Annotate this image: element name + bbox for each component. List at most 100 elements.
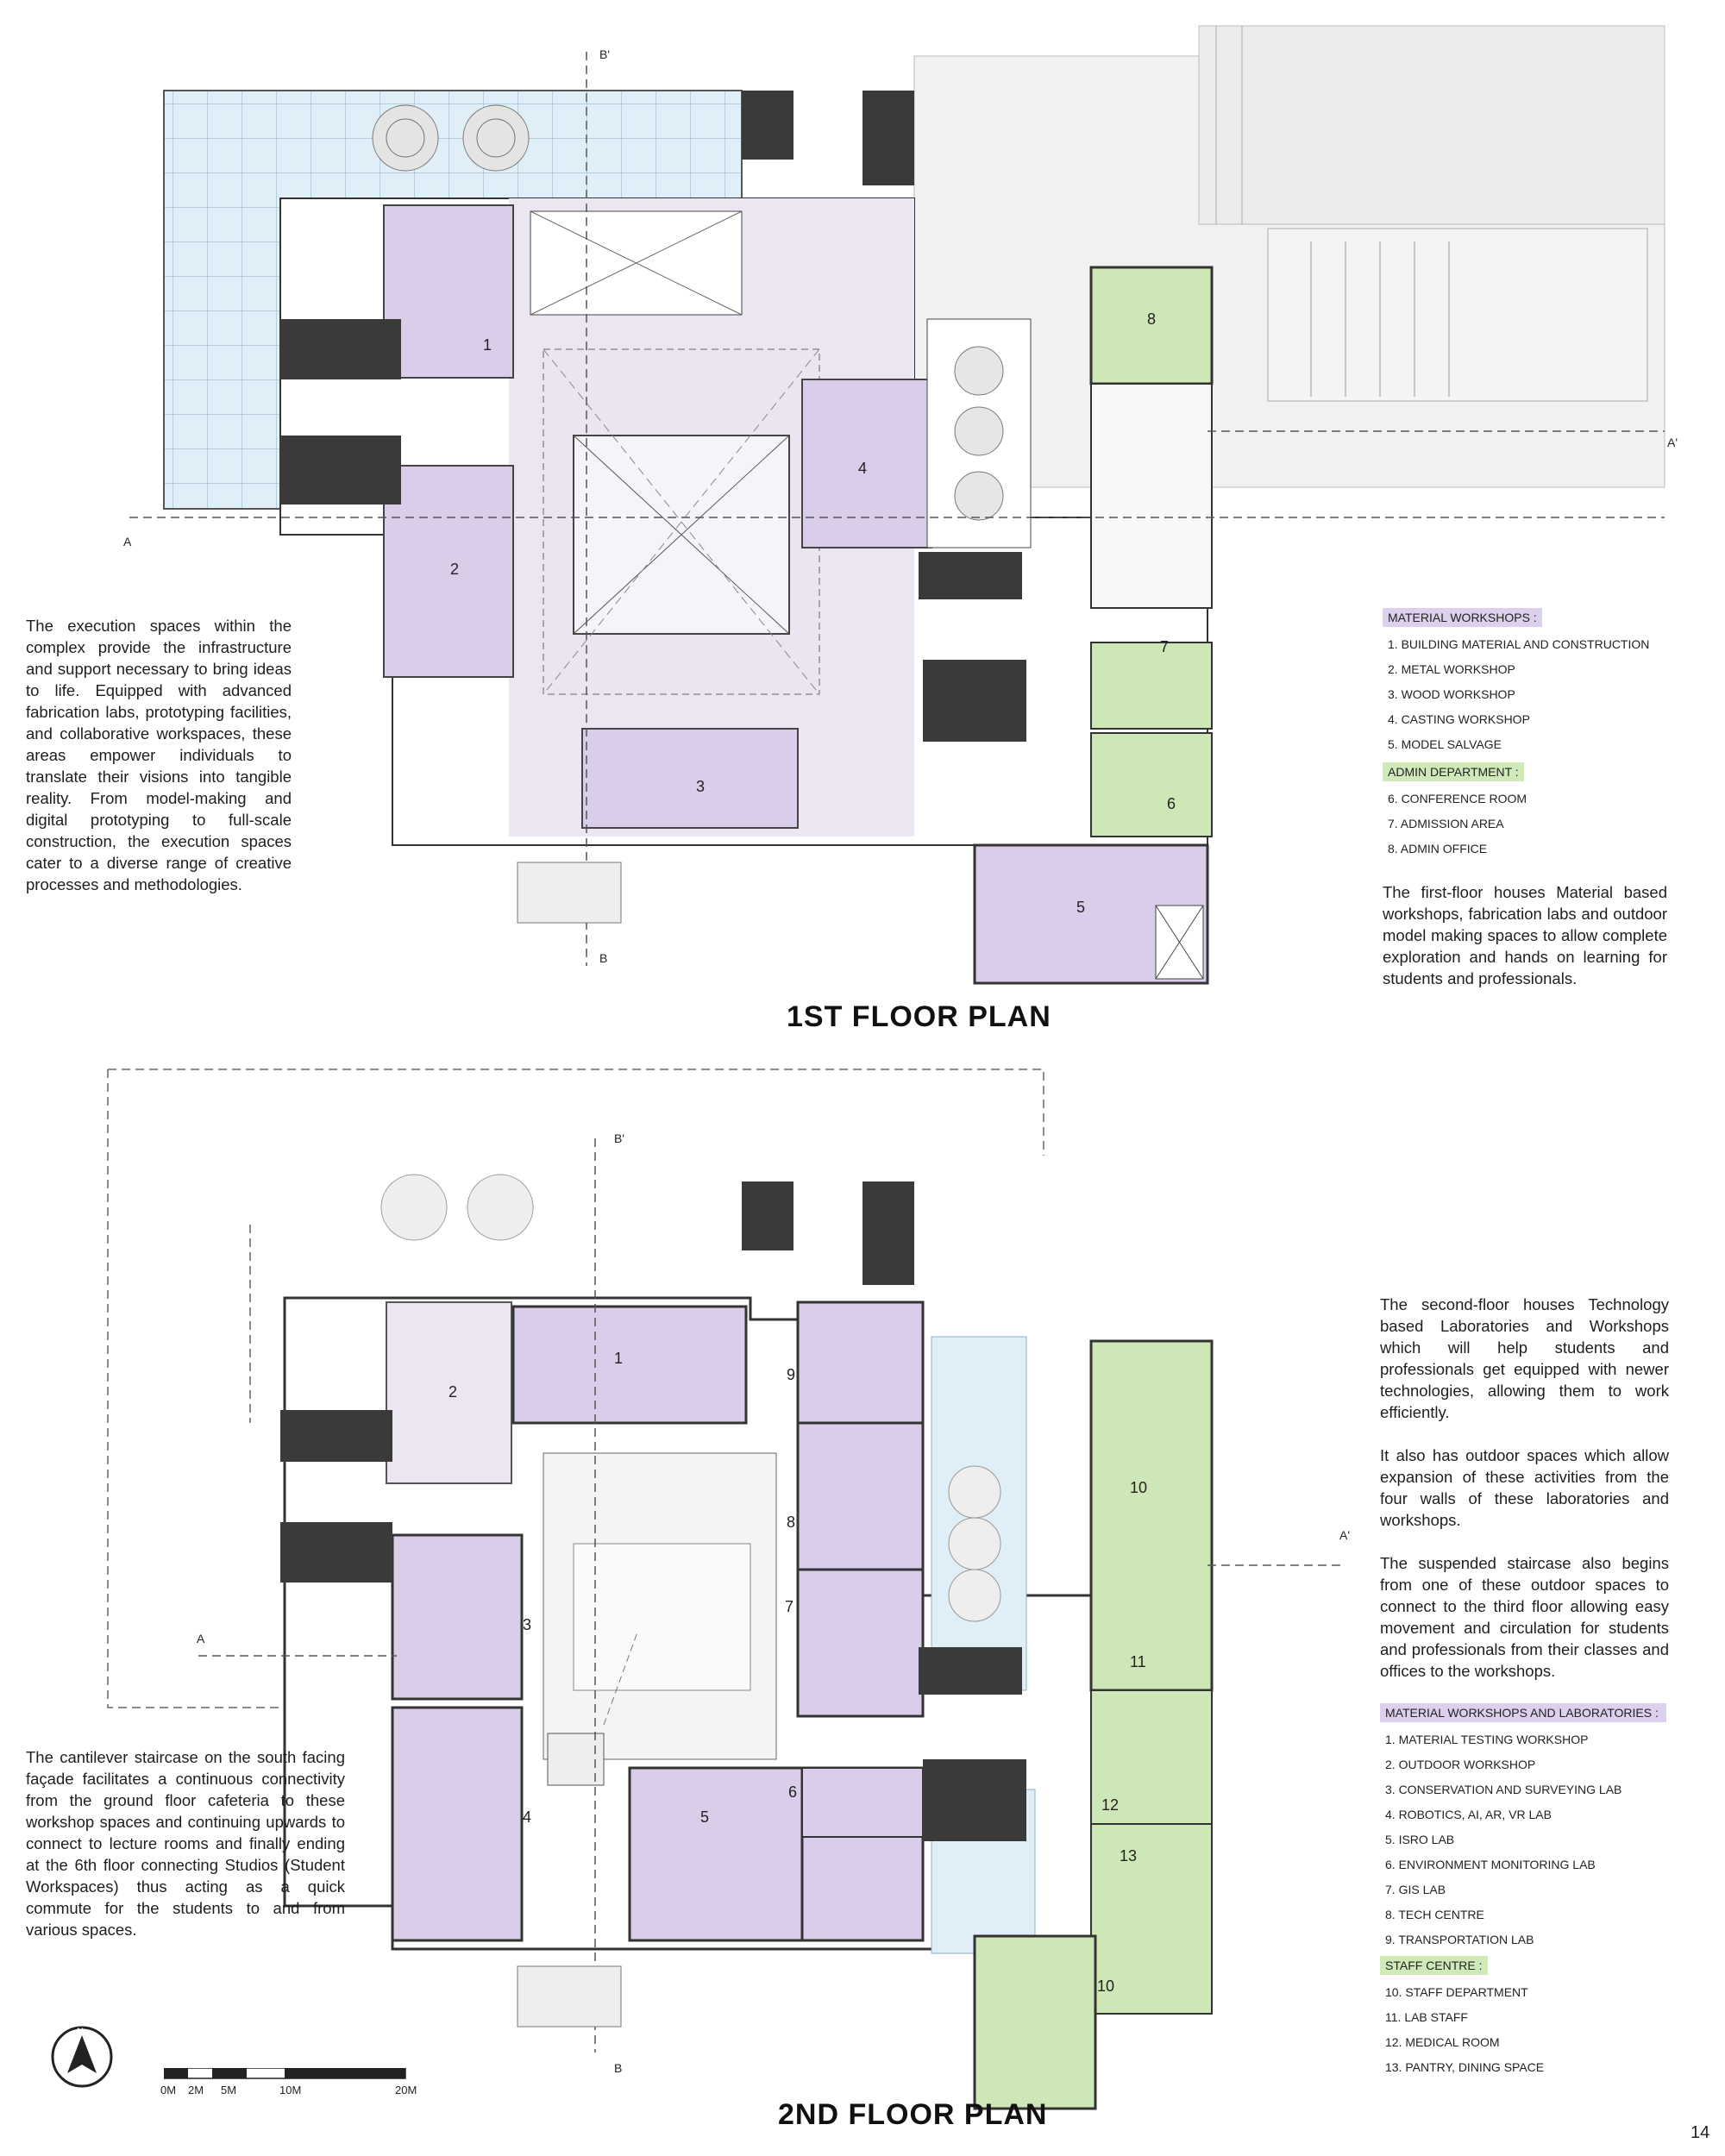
- stair-cores: [280, 91, 1026, 742]
- f1-room-number-5: 5: [1076, 899, 1086, 916]
- f2-legend-item: 11. LAB STAFF: [1385, 2010, 1468, 2024]
- f1-legend-item: 7. ADMISSION AREA: [1388, 817, 1504, 830]
- room-tech-centre: [796, 1421, 925, 1571]
- second-floor-plan-drawing: [107, 1069, 1346, 2110]
- f1-section-mark-a-prime: A': [1667, 436, 1678, 449]
- f2-room-number-3: 3: [523, 1616, 532, 1633]
- f1-legend-item: 6. CONFERENCE ROOM: [1388, 792, 1527, 805]
- f2-legend-item: 2. OUTDOOR WORKSHOP: [1385, 1758, 1536, 1771]
- f2-room-number-7: 7: [785, 1598, 794, 1615]
- first-floor-plan-drawing: [129, 25, 1665, 985]
- f2-legend-item: 7. GIS LAB: [1385, 1883, 1446, 1896]
- f2-room-number-5: 5: [700, 1808, 710, 1826]
- f2-legend-item: 5. ISRO LAB: [1385, 1833, 1455, 1846]
- room-pantry-dining: [1090, 1823, 1213, 2015]
- f2-legend-item: 4. ROBOTICS, AI, AR, VR LAB: [1385, 1808, 1552, 1821]
- scale-label-5: 5M: [221, 2084, 237, 2096]
- tree-icons: [372, 104, 530, 172]
- f2-room-number-12: 12: [1101, 1796, 1120, 1814]
- atrium-void: [543, 348, 820, 695]
- f2-section-mark-b-prime: B': [614, 1131, 625, 1145]
- room-wood-workshop: [581, 728, 799, 829]
- f1-legend: MATERIAL WORKSHOPS : 1. BUILDING MATERIA…: [1383, 608, 1667, 862]
- room-building-material: [383, 204, 514, 379]
- f2-room-number-10: 10: [1130, 1479, 1148, 1496]
- f2-legend-item: 12. MEDICAL ROOM: [1385, 2035, 1500, 2049]
- f2-legend: MATERIAL WORKSHOPS AND LABORATORIES : 1.…: [1380, 1703, 1673, 2080]
- f2-room-number-4: 4: [523, 1808, 532, 1826]
- room-staff-department: [1089, 1339, 1214, 1692]
- f2-section-mark-b: B: [614, 2061, 623, 2075]
- f1-legend-item: 4. CASTING WORKSHOP: [1388, 712, 1530, 726]
- f1-room-number-4: 4: [858, 460, 868, 477]
- scale-label-10: 10M: [279, 2084, 302, 2096]
- f2-room-number-2: 2: [448, 1383, 458, 1401]
- room-medical-room: [1090, 1689, 1213, 1825]
- room-staff-department-2: [973, 1934, 1097, 2110]
- room-isro-lab: [628, 1766, 812, 1942]
- f2-legend-item: 8. TECH CENTRE: [1385, 1908, 1484, 1921]
- scale-label-2: 2M: [188, 2084, 204, 2096]
- f2-section-mark-a-prime: A': [1339, 1528, 1351, 1542]
- f2-room-number-8: 8: [787, 1514, 796, 1531]
- f1-legend-item: 3. WOOD WORKSHOP: [1388, 687, 1515, 701]
- room-outdoor-workshop: [386, 1301, 512, 1484]
- f1-legend-item: 2. METAL WORKSHOP: [1388, 662, 1515, 676]
- f2-summary-p1: The second-floor houses Technology based…: [1380, 1295, 1669, 1421]
- room-admin-office: [1089, 266, 1214, 385]
- f2-room-number-6: 6: [788, 1783, 798, 1801]
- f2-room-number-11: 11: [1130, 1653, 1146, 1670]
- f1-legend-group-materials: MATERIAL WORKSHOPS :: [1383, 608, 1542, 627]
- f1-section-mark-b: B: [599, 951, 608, 965]
- f1-room-number-2: 2: [450, 561, 460, 578]
- f1-legend-item: 1. BUILDING MATERIAL AND CONSTRUCTION: [1388, 637, 1650, 651]
- f2-legend-item: 1. MATERIAL TESTING WORKSHOP: [1385, 1733, 1589, 1746]
- f2-legend-group-staff: STAFF CENTRE :: [1380, 1956, 1488, 1975]
- f2-room-number-1: 1: [614, 1350, 624, 1367]
- f2-section-mark-a: A: [197, 1632, 205, 1645]
- f2-legend-item: 13. PANTRY, DINING SPACE: [1385, 2060, 1545, 2074]
- page-number: 14: [1690, 2123, 1710, 2142]
- scale-bar: [164, 2068, 406, 2079]
- f1-section-mark-b-prime: B': [599, 47, 611, 61]
- room-conservation-lab: [391, 1533, 524, 1701]
- f2-legend-item: 9. TRANSPORTATION LAB: [1385, 1933, 1534, 1946]
- f1-legend-group-admin: ADMIN DEPARTMENT :: [1383, 762, 1524, 781]
- room-metal-workshop: [383, 465, 514, 678]
- f2-plan-title: 2ND FLOOR PLAN: [778, 2098, 1048, 2131]
- f2-room-number-13: 13: [1120, 1847, 1138, 1865]
- room-gis-lab: [796, 1568, 925, 1718]
- north-arrow-icon: [51, 2026, 113, 2088]
- atrium-void: [543, 1452, 777, 1786]
- room-robotics-lab: [391, 1706, 524, 1942]
- room-transportation-lab: [796, 1300, 925, 1425]
- f1-room-number-6: 6: [1167, 795, 1176, 812]
- f2-legend-item: 6. ENVIRONMENT MONITORING LAB: [1385, 1858, 1596, 1871]
- f2-summary-p2: It also has outdoor spaces which allow e…: [1380, 1446, 1669, 1529]
- adjacent-building: [913, 25, 1665, 488]
- f2-summary-p3: The suspended staircase also begins from…: [1380, 1554, 1669, 1680]
- f1-section-mark-a: A: [123, 535, 132, 548]
- f2-legend-item: 10. STAFF DEPARTMENT: [1385, 1985, 1528, 1999]
- f1-description: The execution spaces within the complex …: [26, 617, 292, 893]
- f1-room-number-8: 8: [1147, 310, 1157, 328]
- north-label: N: [77, 2027, 84, 2037]
- scale-label-20: 20M: [395, 2084, 417, 2096]
- room-conference-room: [1090, 732, 1213, 837]
- f1-legend-item: 8. ADMIN OFFICE: [1388, 842, 1488, 856]
- f2-description: The cantilever staircase on the south fa…: [26, 1748, 345, 1939]
- f1-room-number-7: 7: [1160, 638, 1170, 655]
- f1-legend-item: 5. MODEL SALVAGE: [1388, 737, 1502, 751]
- scale-label-0: 0M: [160, 2084, 177, 2096]
- room-material-testing: [511, 1305, 748, 1425]
- f2-legend-group-labs: MATERIAL WORKSHOPS AND LABORATORIES :: [1380, 1703, 1666, 1722]
- f1-plan-title: 1ST FLOOR PLAN: [787, 1000, 1051, 1033]
- skylight-void: [530, 210, 743, 316]
- stair-cores: [280, 1181, 1026, 1841]
- room-admission-area: [1090, 642, 1213, 730]
- f2-legend-item: 3. CONSERVATION AND SURVEYING LAB: [1385, 1783, 1622, 1796]
- f1-room-number-3: 3: [696, 778, 706, 795]
- f2-room-number-10b: 10: [1097, 1977, 1115, 1995]
- f1-summary: The first-floor houses Material based wo…: [1383, 883, 1667, 987]
- f1-room-number-1: 1: [483, 336, 492, 354]
